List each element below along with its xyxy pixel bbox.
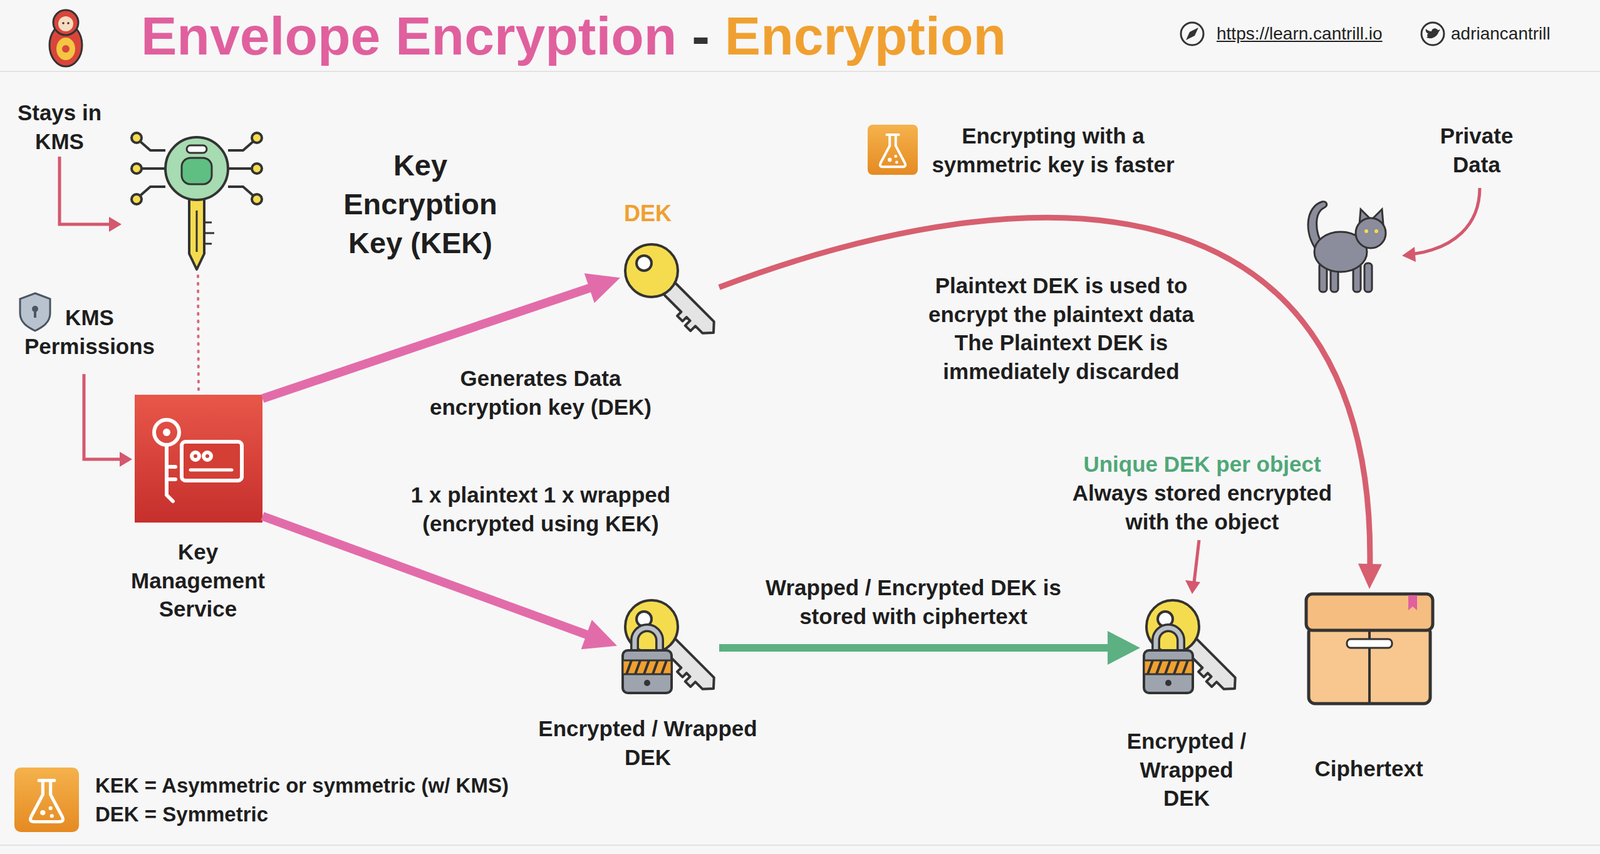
node-heading: Ciphertext	[1290, 754, 1448, 784]
arrow-head	[584, 273, 621, 303]
connector-line	[197, 275, 199, 395]
key-note: DEK = Symmetric	[95, 801, 269, 828]
edge-label: Wrapped / Encrypted DEK is stored with c…	[759, 573, 1067, 631]
data-key-icon: DEK	[620, 239, 720, 336]
ciphertext-box: Ciphertext	[1301, 588, 1438, 710]
connector	[197, 275, 199, 395]
connector	[262, 516, 618, 650]
annotation: Stays in KMS	[12, 98, 107, 156]
wrapped-key-icon: Encrypted / Wrapped DEK	[1140, 595, 1240, 701]
node-heading: DEK	[610, 199, 686, 229]
private-data-icon: Private Data	[1299, 195, 1391, 298]
node-heading: Key Management Service	[119, 537, 277, 624]
node-heading: Private Data	[1417, 121, 1537, 179]
wrapped-key-icon: Encrypted / Wrapped DEK	[617, 595, 720, 701]
key-note: KEK = Asymmetric or symmetric (w/ KMS)	[95, 772, 509, 799]
annotation: Unique DEK per object	[1054, 449, 1350, 479]
edge-label: 1 x plaintext 1 x wrapped (encrypted usi…	[405, 480, 676, 538]
kms-service-box: Key Management Service	[134, 394, 263, 523]
key-encryption-key-icon: Key Encryption Key (KEK)	[125, 132, 271, 276]
arrow-head	[581, 619, 618, 650]
annotation: KMS Permissions	[22, 303, 158, 361]
title: Envelope Encryption - Encryption	[140, 6, 1007, 66]
note: Encrypting with a symmetric key is faste…	[927, 121, 1179, 179]
connector	[719, 217, 1382, 589]
website-link: https://learn.cantrill.io	[1216, 22, 1383, 46]
connector	[719, 630, 1141, 665]
edge-label: Plaintext DEK is used to encrypt the pla…	[922, 271, 1201, 386]
annotation: Always stored encrypted with the object	[1064, 478, 1341, 536]
arrow-head	[1107, 630, 1141, 665]
social-handle: adriancantrill	[1450, 22, 1551, 46]
connector-line	[719, 644, 1118, 652]
node-heading: Encrypted / Wrapped DEK	[1116, 726, 1258, 813]
edge-label: Generates Data encryption key (DEK)	[421, 363, 660, 421]
node-heading: Key Encryption Key (KEK)	[335, 145, 505, 263]
connector-line	[719, 217, 1371, 572]
arrow-head	[1358, 563, 1382, 589]
node-heading: Encrypted / Wrapped DEK	[528, 714, 767, 772]
